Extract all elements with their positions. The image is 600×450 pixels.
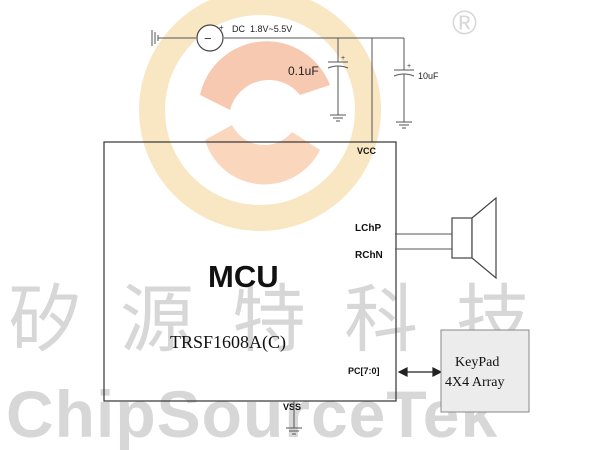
logo-outer-ring (139, 0, 381, 231)
keypad-line2: 4X4 Array (445, 375, 505, 390)
dc-source-label: DC 1.8V~5.5V (232, 24, 292, 34)
logo-inner-swirl-2 (205, 125, 320, 185)
logo-inner-swirl (200, 41, 330, 110)
power-rail (151, 30, 404, 142)
pin-vcc: VCC (357, 146, 377, 156)
watermark-english: ChipSourceTek (6, 377, 498, 450)
pin-lchp: LChP (355, 223, 381, 234)
dc-source-icon: − + (196, 23, 224, 52)
mcu-block (103, 141, 397, 402)
svg-text:−: − (204, 31, 212, 46)
capacitor-icon (327, 38, 349, 122)
watermark-logo (139, 0, 381, 231)
mcu-title: MCU (208, 259, 279, 294)
ground-icon (286, 401, 302, 435)
pin-rchn: RChN (355, 250, 383, 261)
keypad-block (440, 329, 530, 413)
double-arrow-icon (397, 367, 443, 377)
capacitor-icon (393, 38, 415, 129)
cap2-plus: + (407, 63, 411, 70)
pin-pc: PC[7:0] (348, 366, 380, 376)
logo-center (243, 90, 287, 134)
mcu-part-number: TRSF1608A(C) (170, 332, 286, 353)
pin-vss: VSS (283, 402, 301, 412)
cap1-plus: + (341, 55, 345, 62)
speaker-icon (451, 196, 497, 280)
speaker-wires (395, 233, 452, 250)
keypad-line1: KeyPad (455, 355, 499, 370)
svg-text:+: + (219, 23, 224, 32)
cap2-label: 10uF (418, 71, 439, 81)
registered-mark: ® (452, 4, 477, 42)
cap1-label: 0.1uF (288, 64, 319, 78)
